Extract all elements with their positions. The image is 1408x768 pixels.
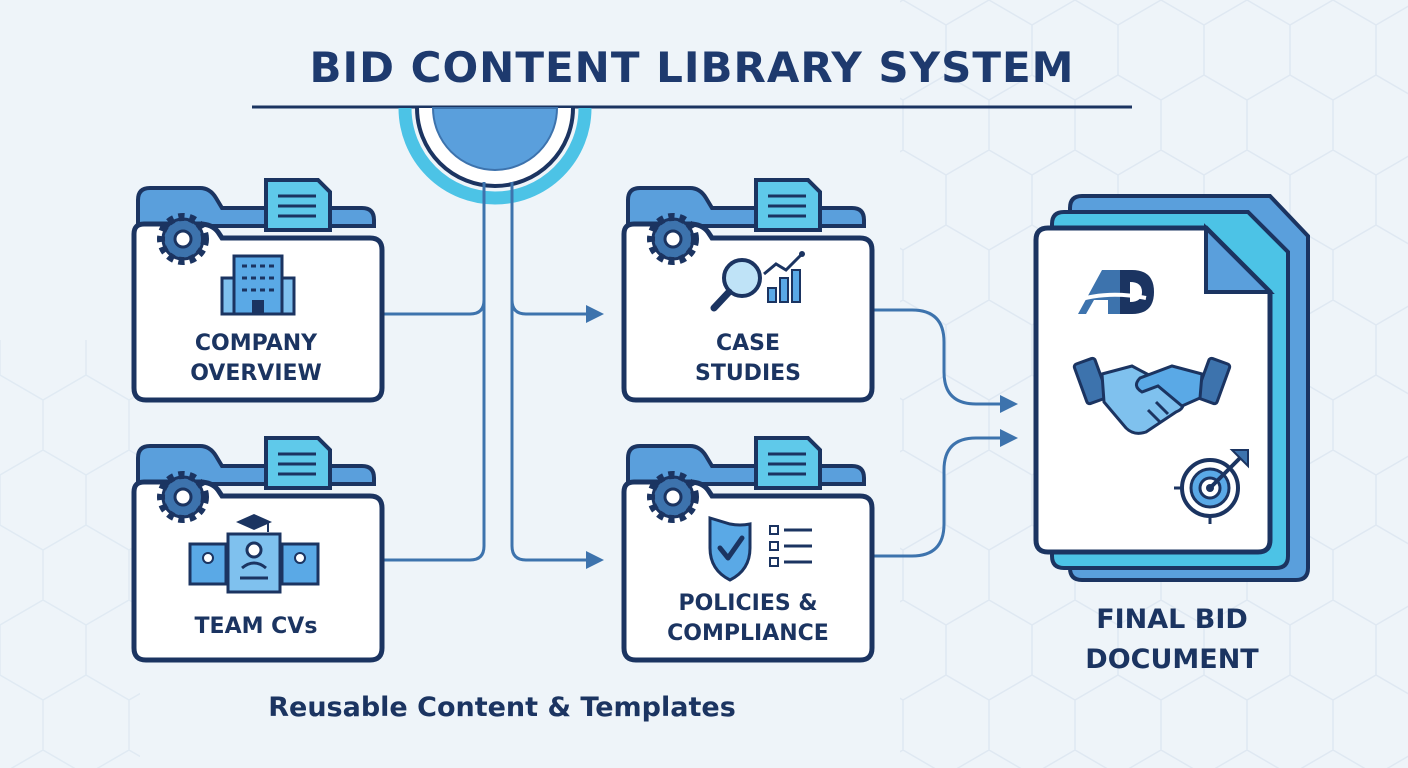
folder-policies-compliance: POLICIES & COMPLIANCE	[621, 436, 875, 663]
connector-policies-final	[874, 436, 1000, 558]
team-cv-icon	[188, 514, 320, 594]
folder-label-line-2: COMPLIANCE	[667, 621, 829, 646]
document-icon	[754, 178, 822, 232]
hex-pattern-left	[0, 340, 140, 768]
magnifier-chart-icon	[710, 251, 805, 312]
final-document-label-line-2: DOCUMENT	[1085, 644, 1259, 675]
connector-team	[384, 300, 486, 562]
folder-label-line-1: TEAM CVs	[195, 614, 318, 639]
folder-body	[621, 479, 875, 663]
gear-icon	[157, 213, 209, 265]
folder-label-line-1: POLICIES &	[678, 591, 817, 616]
footer-caption: Reusable Content & Templates	[268, 692, 736, 723]
title-group: BID CONTENT LIBRARY SYSTEM	[252, 43, 1132, 109]
connector-case-final	[874, 308, 1000, 406]
arrowhead-policies	[586, 551, 604, 569]
document-icon	[264, 436, 332, 490]
connector-lines	[384, 182, 1018, 569]
document-icon	[264, 178, 332, 232]
final-document-label-line-1: FINAL BID	[1096, 604, 1248, 635]
document-folded-corner	[1204, 223, 1275, 294]
folder-company-overview: COMPANY OVERVIEW	[131, 178, 385, 403]
final-bid-document: FINAL BID DOCUMENT	[1033, 194, 1310, 675]
folder-body	[621, 221, 875, 403]
page-title: BID CONTENT LIBRARY SYSTEM	[310, 43, 1075, 92]
gear-icon	[157, 471, 209, 523]
arrowhead-final-1	[1000, 395, 1018, 413]
gear-icon	[647, 213, 699, 265]
folder-case-studies: CASE STUDIES	[621, 178, 875, 403]
document-icon	[754, 436, 822, 490]
arrowhead-case	[586, 305, 604, 323]
central-hub	[398, 107, 592, 205]
folder-label-line-2: STUDIES	[695, 361, 801, 386]
target-icon	[1174, 449, 1249, 524]
gear-icon	[647, 471, 699, 523]
shield-checklist-icon	[708, 515, 812, 582]
folder-team-cvs: TEAM CVs	[131, 436, 385, 663]
logo-icon	[1071, 270, 1154, 314]
connector-policies	[510, 300, 588, 562]
folder-label-line-2: OVERVIEW	[190, 361, 322, 386]
folder-label-line-1: CASE	[716, 331, 780, 356]
folder-label-line-1: COMPANY	[195, 331, 318, 356]
building-icon	[220, 254, 296, 316]
handshake-icon	[1072, 356, 1232, 435]
arrowhead-final-2	[1000, 429, 1018, 447]
